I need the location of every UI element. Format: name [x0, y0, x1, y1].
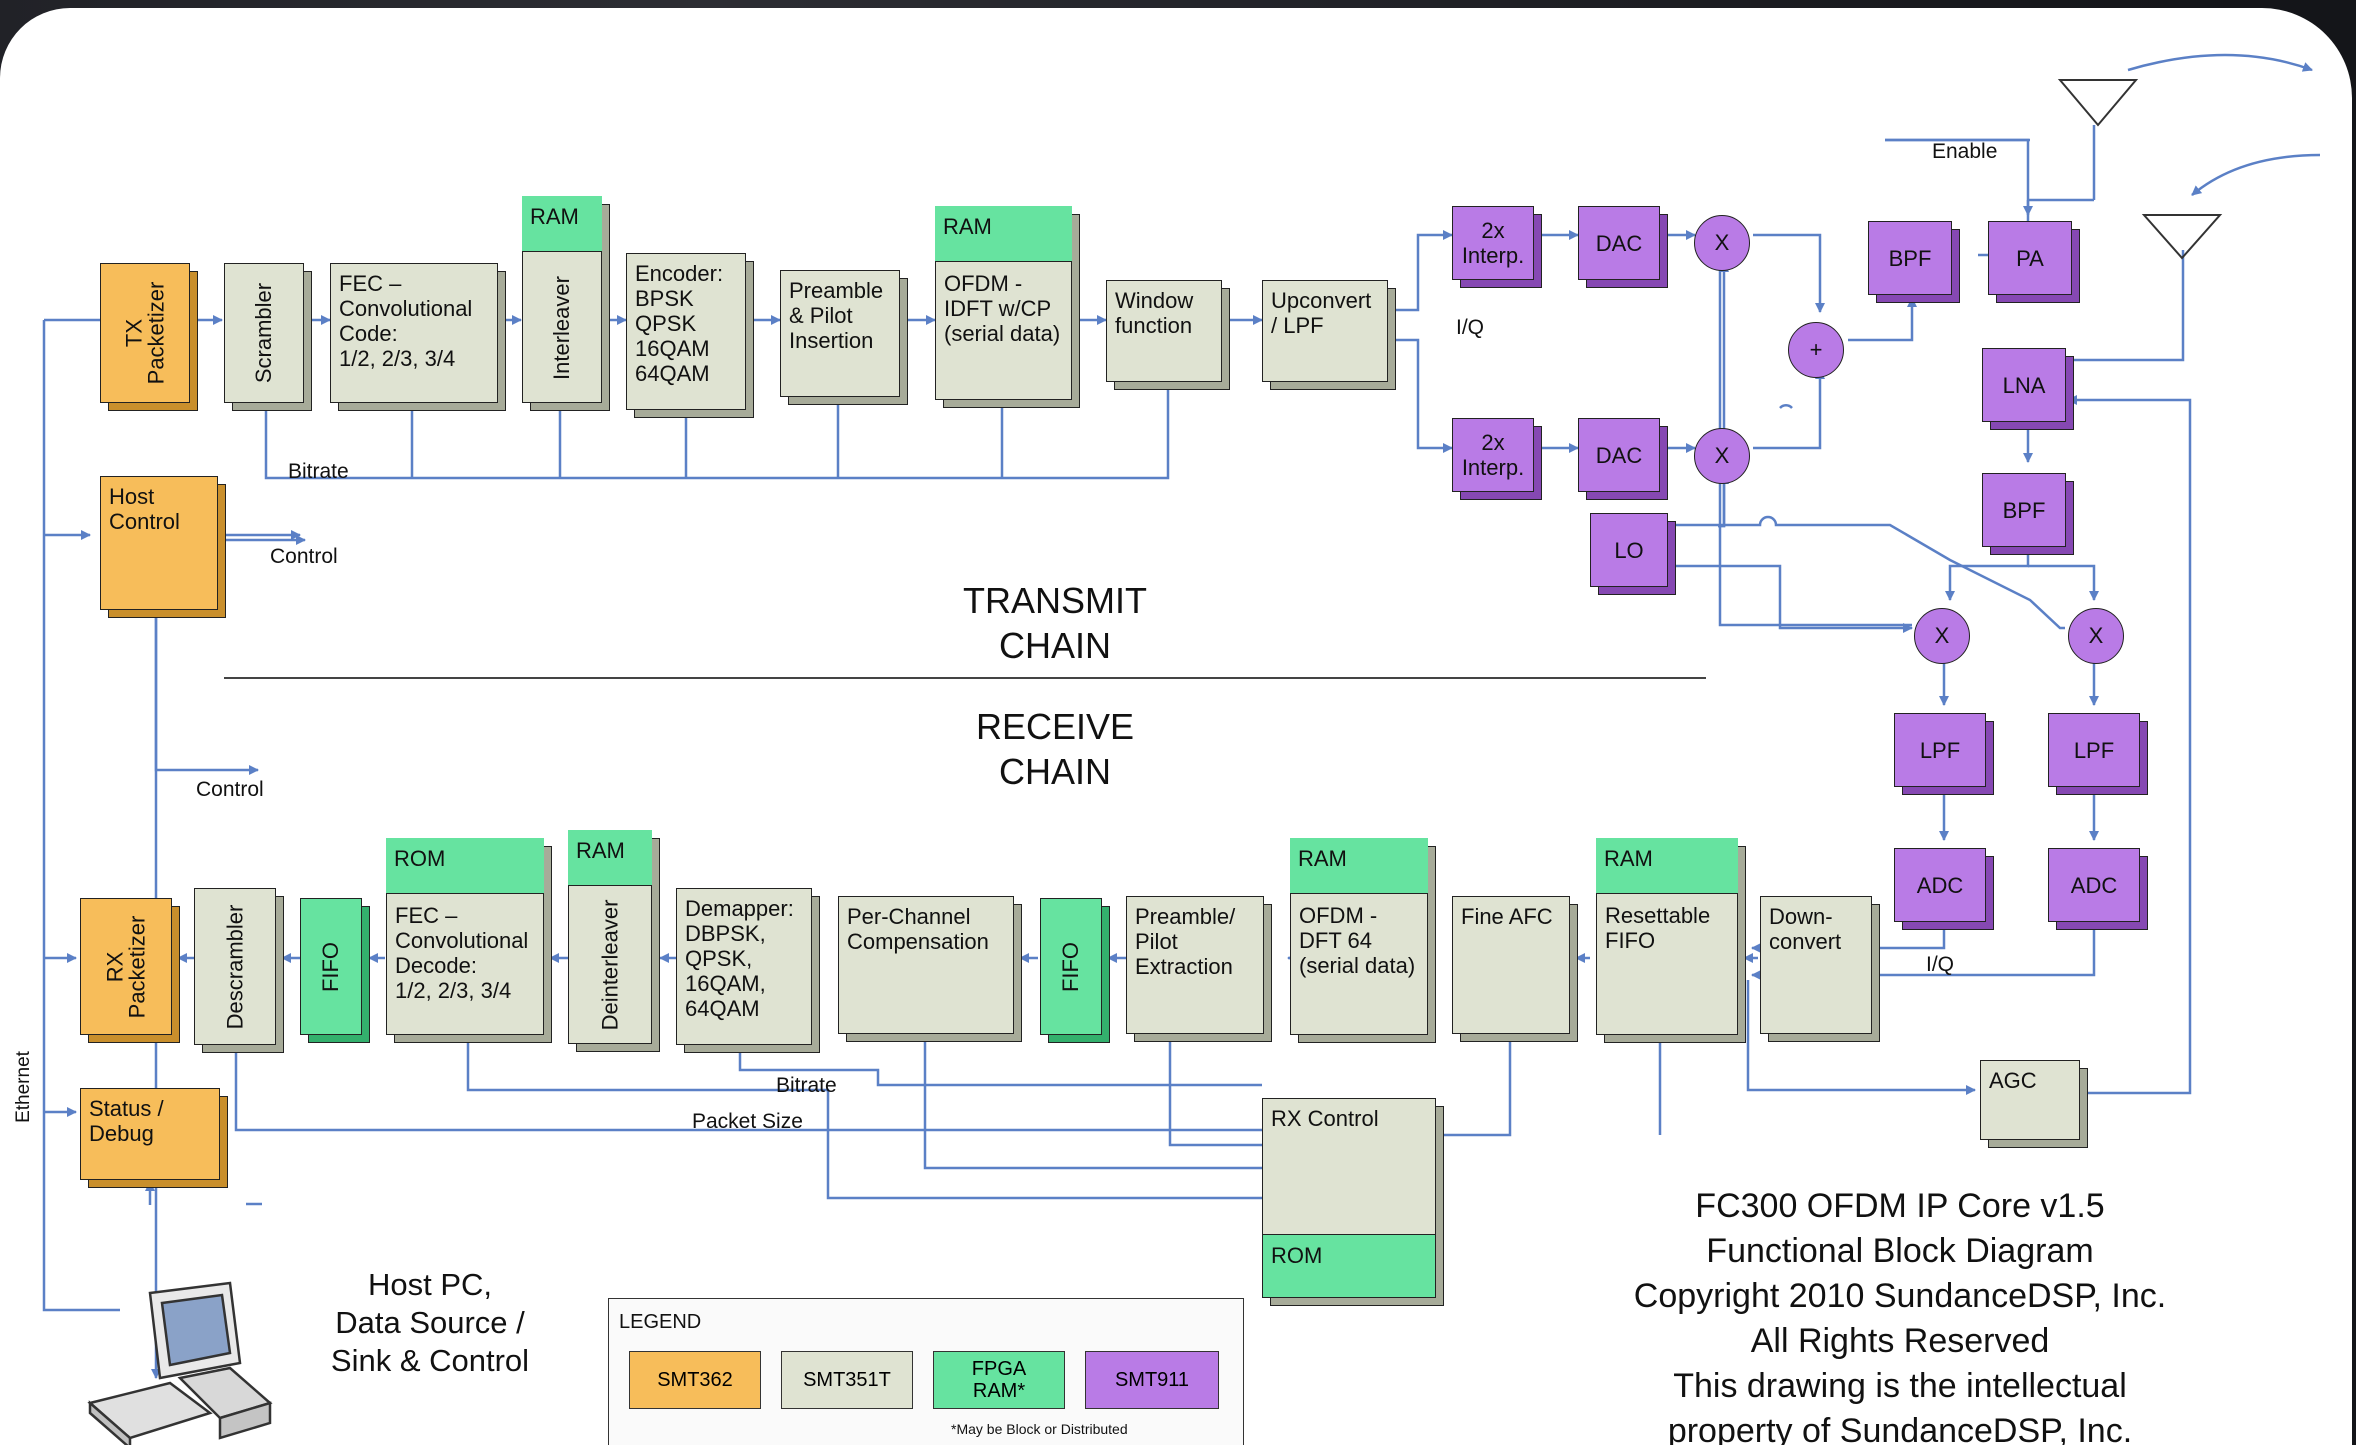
bpf-rx-block: BPF — [1982, 473, 2074, 555]
bpf-tx-block: BPF — [1868, 221, 1960, 303]
ofdm-dft-block: OFDM - DFT 64 (serial data)RAM — [1290, 838, 1436, 1043]
mixer-2: X — [1694, 428, 1750, 484]
mixer-3: X — [1914, 608, 1970, 664]
dac-block-2: DAC — [1578, 418, 1668, 500]
preamble-pilot-insertion-block: Preamble & Pilot Insertion — [780, 270, 908, 405]
agc-block: AGC — [1980, 1060, 2088, 1148]
copyright-line: All Rights Reserved — [1750, 1322, 2050, 1360]
rx-control-block: RX Control ROM — [1262, 1098, 1444, 1306]
fifo-block-1: FIFO — [300, 898, 370, 1043]
legend-smt362: SMT362 — [629, 1351, 761, 1409]
legend-title: LEGEND — [619, 1311, 702, 1333]
demapper-block: Demapper: DBPSK, QPSK, 16QAM, 64QAM — [676, 888, 820, 1053]
status-debug-block: Status / Debug — [80, 1088, 228, 1188]
upconvert-lpf-block: Upconvert / LPF — [1262, 280, 1396, 390]
fine-afc-block: Fine AFC — [1452, 896, 1578, 1042]
transmit-chain-title: TRANSMIT CHAIN — [963, 580, 1147, 666]
downconvert-block: Down- convert — [1760, 896, 1880, 1042]
lpf-block-2: LPF — [2048, 713, 2148, 795]
adc-block-2: ADC — [2048, 848, 2148, 930]
summer: + — [1788, 322, 1844, 378]
host-control-block: Host Control — [100, 476, 226, 618]
ethernet-label: Ethernet — [12, 1051, 34, 1123]
lpf-block-1: LPF — [1894, 713, 1994, 795]
ram-fifo-header: RAM — [1596, 838, 1738, 894]
encoder-block: Encoder: BPSK QPSK 16QAM 64QAM — [626, 253, 754, 418]
fec-code-block: FEC – Convolutional Code: 1/2, 2/3, 3/4 — [330, 263, 506, 411]
lo-block: LO — [1590, 513, 1676, 595]
mixer-1: X — [1694, 215, 1750, 271]
fec-decode-block: FEC – Convolutional Decode: 1/2, 2/3, 3/… — [386, 838, 552, 1043]
legend-smt911: SMT911 — [1085, 1351, 1219, 1409]
rx-packetizer-block: RX Packetizer — [80, 898, 180, 1043]
ram-idft-header: RAM — [935, 206, 1072, 262]
iq-tx-label: I/Q — [1456, 316, 1485, 339]
receive-chain-title: RECEIVE CHAIN — [975, 706, 1135, 792]
rom-fec-header: ROM — [386, 838, 544, 894]
window-function-block: Window function — [1106, 280, 1230, 390]
copyright-line: Functional Block Diagram — [1706, 1232, 2094, 1270]
pa-block: PA — [1988, 221, 2080, 303]
diagram-panel: TX Packetizer Scrambler FEC – Convolutio… — [0, 8, 2352, 1445]
ofdm-idft-block: OFDM - IDFT w/CP (serial data)RAM — [935, 206, 1080, 408]
bitrate-tx-label: Bitrate — [288, 460, 349, 483]
copyright-line: This drawing is the intellectual — [1673, 1367, 2127, 1405]
per-channel-compensation-block: Per-Channel Compensation — [838, 896, 1022, 1042]
copyright-line: Copyright 2010 SundanceDSP, Inc. — [1633, 1277, 2167, 1315]
descrambler-block: Descrambler — [194, 888, 284, 1053]
ram-deint-header: RAM — [568, 830, 652, 886]
control-label-top: Control — [270, 545, 338, 568]
host-pc-label: Host PC, Data Source / Sink & Control — [330, 1267, 530, 1378]
legend-note: *May be Block or Distributed — [951, 1421, 1128, 1437]
interp-block-2: 2x Interp. — [1452, 418, 1542, 500]
scrambler-block: Scrambler — [224, 263, 312, 411]
enable-label: Enable — [1932, 140, 1998, 163]
tx-packetizer-block: TX Packetizer — [100, 263, 198, 411]
legend-smt351t: SMT351T — [781, 1351, 913, 1409]
legend-fpga-ram: FPGA RAM* — [933, 1351, 1065, 1409]
computer-icon — [87, 1281, 273, 1445]
rom-rx-footer: ROM — [1262, 1234, 1436, 1298]
control-label-bottom: Control — [196, 778, 264, 801]
iq-rx-label: I/Q — [1926, 953, 1955, 976]
copyright-line: FC300 OFDM IP Core v1.5 — [1695, 1187, 2105, 1225]
adc-block-1: ADC — [1894, 848, 1994, 930]
ram-dft-header: RAM — [1290, 838, 1428, 894]
dac-block-1: DAC — [1578, 206, 1668, 288]
lna-block: LNA — [1982, 348, 2074, 430]
copyright-line: property of SundanceDSP, Inc. — [1667, 1412, 2133, 1445]
fifo-block-2: FIFO — [1040, 898, 1110, 1043]
interp-block-1: 2x Interp. — [1452, 206, 1542, 288]
packet-size-label: Packet Size — [692, 1110, 803, 1133]
ram-interleaver-header: RAM — [522, 196, 602, 252]
legend: LEGEND SMT362 SMT351T FPGA RAM* SMT911 *… — [608, 1298, 1244, 1445]
mixer-4: X — [2068, 608, 2124, 664]
pilot-extraction-block: Preamble/ Pilot Extraction — [1126, 896, 1272, 1042]
bitrate-rx-label: Bitrate — [776, 1074, 837, 1097]
connector-lines — [42, 53, 2321, 1379]
